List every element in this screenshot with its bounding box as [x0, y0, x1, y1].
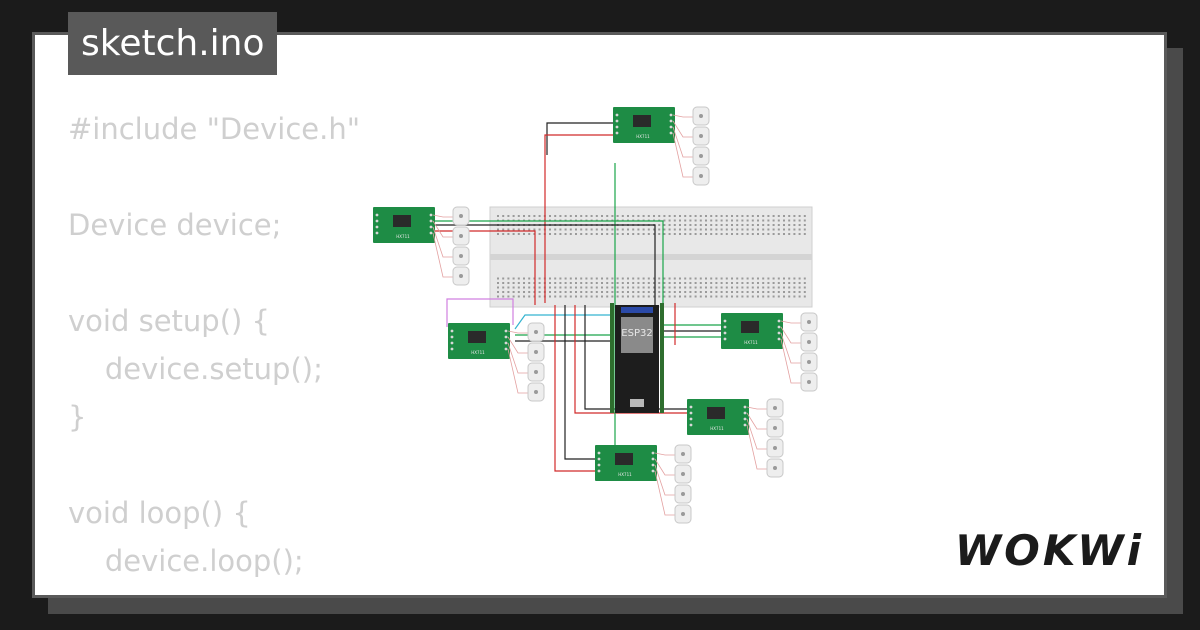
code-line: Device device;: [68, 208, 282, 242]
wire: [433, 224, 656, 305]
code-block: #include "Device.h" Device device; void se…: [68, 105, 361, 595]
file-name-tab: sketch.ino: [68, 12, 278, 75]
code-line: device.loop();: [68, 544, 304, 578]
wire: [446, 298, 514, 327]
wire: [554, 305, 597, 472]
esp32-label: ESP32: [621, 328, 652, 339]
code-line: void loop() {: [68, 496, 251, 530]
hx711-module: HX711: [595, 444, 692, 524]
breadboard: [489, 206, 813, 308]
hx711-module: HX711: [721, 312, 818, 392]
hx711-module: HX711: [373, 206, 470, 286]
code-line: #include "Device.h": [68, 112, 361, 146]
wire: [514, 314, 610, 330]
code-line: void setup() {: [68, 304, 270, 338]
code-line: }: [68, 400, 87, 434]
svg-text:HX711: HX711: [396, 234, 410, 239]
hx711-module: HX711: [687, 398, 784, 478]
esp32-board: ESP32: [610, 303, 664, 413]
svg-text:HX711: HX711: [710, 426, 724, 431]
svg-text:HX711: HX711: [618, 472, 632, 477]
hx711-module: HX711: [613, 106, 710, 186]
code-line: }: [68, 585, 360, 595]
svg-text:HX711: HX711: [744, 340, 758, 345]
preview-card: #include "Device.h" Device device; void se…: [32, 32, 1167, 598]
wire: [546, 122, 615, 155]
wokwi-logo: WOKWi: [954, 526, 1144, 575]
code-line: device.setup();: [68, 352, 323, 386]
wire: [433, 220, 664, 335]
hx711-module: HX711: [448, 322, 545, 402]
svg-text:HX711: HX711: [636, 134, 650, 139]
svg-text:HX711: HX711: [471, 350, 485, 355]
wire: [544, 134, 613, 303]
wire: [564, 305, 597, 460]
